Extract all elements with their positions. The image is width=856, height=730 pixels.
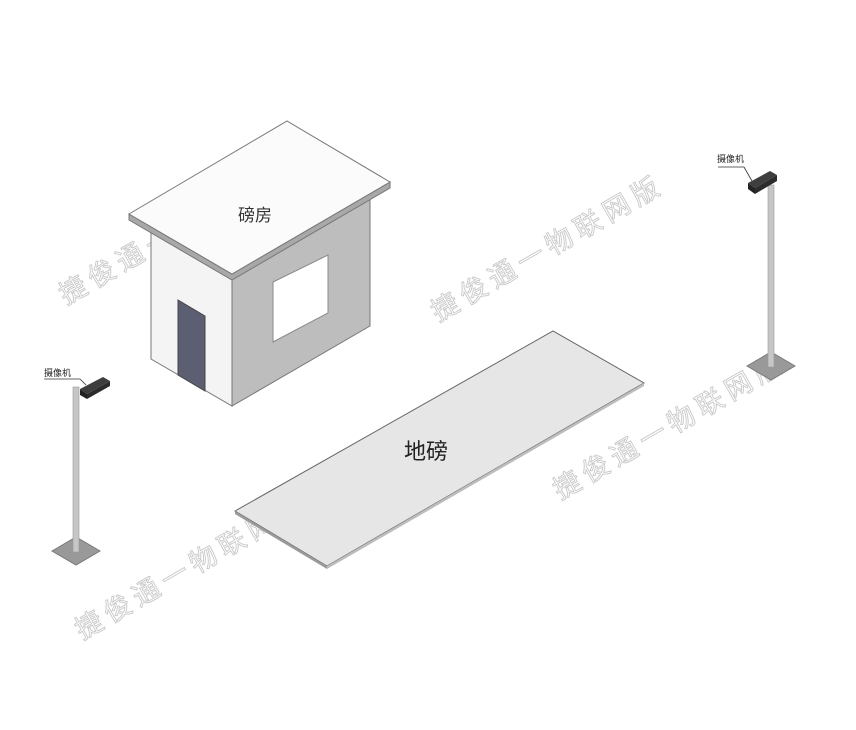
scale-platform: 地磅 [234, 330, 646, 569]
camera-left-body-side [80, 389, 87, 399]
camera-left: 摄像机 [44, 367, 110, 566]
camera-left-leader-2 [79, 378, 87, 386]
camera-left-pole [72, 386, 80, 553]
booth-window [272, 254, 329, 343]
booth-roof [128, 120, 391, 275]
booth-label: 磅房 [238, 206, 272, 226]
watermark-2: 捷俊通一物联网版 [426, 169, 670, 328]
scale-platform-edge [235, 511, 327, 569]
booth-door [177, 299, 206, 392]
camera-right: 摄像机 [717, 153, 796, 381]
camera-right-body-side [748, 183, 755, 194]
camera-right-pole [767, 184, 775, 368]
camera-left-body-front [87, 381, 110, 399]
camera-right-body [748, 171, 777, 188]
camera-left-body [80, 377, 110, 394]
camera-right-body-front [755, 175, 777, 194]
camera-right-leader-2 [743, 166, 753, 182]
scale-platform-edge-front [327, 383, 644, 569]
camera-left-label: 摄像机 [44, 367, 71, 379]
camera-right-label: 摄像机 [717, 153, 744, 165]
booth: 磅房 [128, 120, 391, 407]
scale-label: 地磅 [404, 440, 448, 465]
